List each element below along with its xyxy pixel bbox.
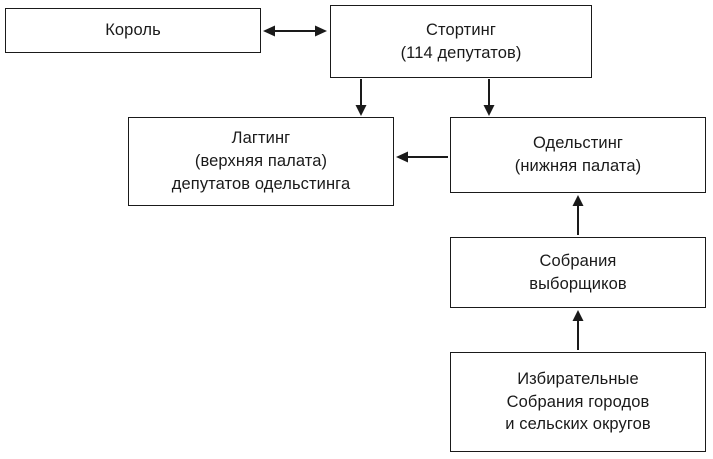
arrow-storting-to-lagting <box>355 79 367 116</box>
arrowhead-right <box>315 25 327 37</box>
arrowhead-left <box>396 151 408 163</box>
node-electors-assemblies: Собрания выборщиков <box>450 237 706 308</box>
node-storting: Стортинг (114 депутатов) <box>330 5 592 78</box>
arrow-storting-to-odelsting <box>483 79 495 116</box>
node-odelsting: Одельстинг (нижняя палата) <box>450 117 706 193</box>
arrow-electoral-to-electors <box>572 310 584 350</box>
arrow-odelsting-to-lagting <box>396 151 448 163</box>
node-king: Король <box>5 8 261 53</box>
arrowhead-up <box>572 195 584 206</box>
node-electoral-assemblies: Избирательные Собрания городов и сельски… <box>450 352 706 452</box>
node-lagting: Лагтинг (верхняя палата) депутатов одель… <box>128 117 394 206</box>
arrowhead-up <box>572 310 584 321</box>
arrowhead-left <box>263 25 275 37</box>
arrow-electors-to-odelsting <box>572 195 584 235</box>
arrowhead-down <box>483 105 495 116</box>
arrow-king-storting-bidirectional <box>263 25 327 37</box>
arrowhead-down <box>355 105 367 116</box>
